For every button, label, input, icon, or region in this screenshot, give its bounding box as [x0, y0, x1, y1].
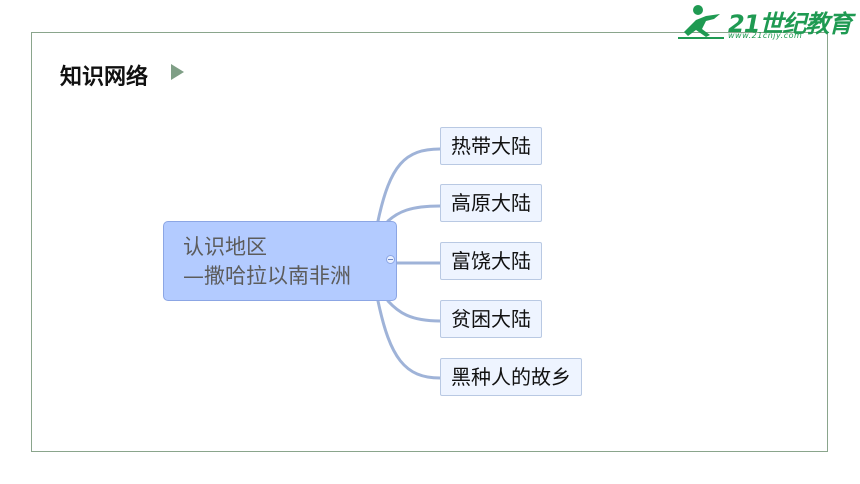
slide-frame: [31, 32, 828, 452]
child-topic-3[interactable]: 富饶大陆: [440, 242, 542, 280]
root-topic-line2: —撒哈拉以南非洲: [183, 264, 351, 288]
child-topic-1[interactable]: 热带大陆: [440, 127, 542, 165]
child-topic-4[interactable]: 贫困大陆: [440, 300, 542, 338]
child-topic-2[interactable]: 高原大陆: [440, 184, 542, 222]
root-topic-line1: 认识地区: [183, 235, 267, 259]
link-2: [386, 204, 442, 223]
link-1: [376, 147, 442, 223]
play-arrow-icon: [171, 64, 184, 80]
link-5: [376, 299, 442, 380]
link-4: [386, 299, 442, 323]
collapse-toggle-icon[interactable]: [386, 255, 395, 264]
logo-text: 21世纪教育: [728, 10, 852, 38]
child-topic-5[interactable]: 黑种人的故乡: [440, 358, 582, 396]
page-title: 知识网络: [60, 65, 149, 90]
logo-url: www.21cnjy.com: [728, 31, 803, 40]
logo-runner-icon: [678, 5, 724, 39]
root-topic[interactable]: 认识地区 —撒哈拉以南非洲: [163, 221, 397, 301]
